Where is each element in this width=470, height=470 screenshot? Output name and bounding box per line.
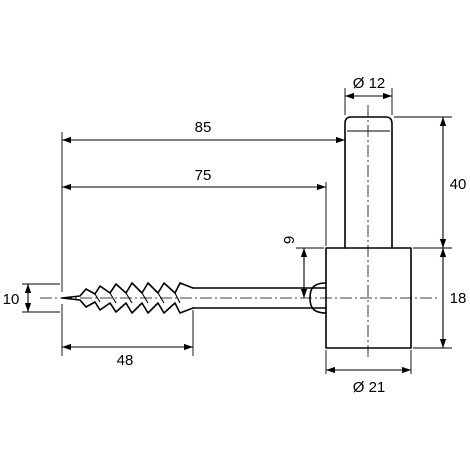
dimension-labels: Ø 12 85 75 40 9 18 10 48 Ø 21: [3, 75, 467, 396]
label-pin-height: 40: [450, 176, 467, 193]
label-body-height: 18: [450, 290, 467, 307]
label-offset: 9: [281, 236, 298, 244]
dimension-lines: [24, 92, 447, 374]
label-body-diameter: Ø 21: [353, 379, 386, 396]
label-thread-diameter: 10: [3, 291, 20, 308]
pin-outline: [344, 116, 393, 249]
label-pin-diameter: Ø 12: [353, 75, 386, 92]
label-thread-length: 48: [117, 352, 134, 369]
hinge-pin-part: [40, 105, 440, 360]
label-shank-length: 75: [195, 167, 212, 184]
label-overall-length: 85: [195, 119, 212, 136]
